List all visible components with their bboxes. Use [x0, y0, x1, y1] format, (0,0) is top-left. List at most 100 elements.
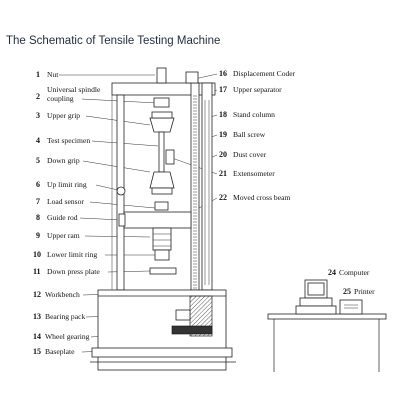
lower-limit-ring: [154, 249, 170, 261]
label-7-load-sensor: 7 Load sensor: [36, 197, 84, 206]
svg-text:19: 19: [219, 130, 227, 139]
baseplate: [91, 347, 233, 358]
label-9-upper-ram: 9 Upper ram: [36, 231, 80, 240]
svg-text:Computer: Computer: [339, 268, 370, 277]
label-11-down-press-plate: 11 Down press plate: [33, 267, 100, 276]
svg-text:24: 24: [328, 268, 336, 277]
down-press-plate: [149, 267, 177, 275]
label-8-guide-rod: 8 Guide rod: [36, 213, 78, 222]
test-specimen: [158, 131, 165, 173]
svg-text:Lower limit ring: Lower limit ring: [47, 250, 97, 259]
svg-text:Nut: Nut: [47, 70, 59, 79]
svg-text:11: 11: [33, 267, 41, 276]
label-25-printer: 25 Printer: [343, 287, 375, 296]
label-1-nut: 1 Nut: [36, 70, 59, 79]
diagram-title: The Schematic of Tensile Testing Machine: [6, 35, 221, 47]
computer-table: [267, 313, 387, 320]
label-4-test-specimen: 4 Test specimen: [36, 136, 90, 145]
upper-grip: [149, 117, 175, 133]
wheel-gearing: [171, 325, 213, 335]
machine-frame: [90, 67, 236, 371]
svg-text:Up limit ring: Up limit ring: [47, 180, 87, 189]
svg-text:6: 6: [36, 180, 40, 189]
moved-cross-beam: [123, 211, 192, 229]
universal-spindle-coupling: [153, 97, 170, 108]
svg-text:Stand column: Stand column: [233, 110, 275, 119]
label-10-lower-limit-ring: 10 Lower limit ring: [33, 250, 97, 259]
svg-text:14: 14: [33, 332, 41, 341]
svg-text:10: 10: [33, 250, 41, 259]
svg-text:Test specimen: Test specimen: [47, 136, 90, 145]
svg-text:Ball screw: Ball screw: [233, 130, 266, 139]
svg-text:8: 8: [36, 213, 40, 222]
label-3-upper-grip: 3 Upper grip: [36, 111, 80, 120]
label-15-baseplate: 15 Baseplate: [33, 347, 75, 356]
svg-text:18: 18: [219, 110, 227, 119]
svg-text:Down grip: Down grip: [47, 156, 80, 165]
svg-text:16: 16: [219, 69, 227, 78]
svg-text:Universal spindle: Universal spindle: [47, 85, 101, 94]
keyboard: [295, 305, 337, 315]
guide-rod: [118, 213, 126, 227]
svg-text:Bearing pack: Bearing pack: [45, 312, 85, 321]
extensometer: [165, 149, 175, 165]
right-labels: 16 Displacement Coder 17 Upper separator 1…: [219, 69, 296, 202]
svg-text:13: 13: [33, 312, 41, 321]
svg-text:22: 22: [219, 193, 227, 202]
svg-text:coupling: coupling: [47, 94, 74, 103]
svg-text:Load sensor: Load sensor: [47, 197, 84, 206]
svg-text:Wheel gearing: Wheel gearing: [45, 332, 90, 341]
upper-separator: [111, 82, 216, 96]
label-21-extensometer: 21 Extensometer: [219, 169, 275, 178]
label-16-displacement-coder: 16 Displacement Coder: [219, 69, 296, 78]
bearing-pack: [175, 309, 191, 321]
svg-text:15: 15: [33, 347, 41, 356]
svg-text:Upper ram: Upper ram: [47, 231, 80, 240]
up-limit-ring: [116, 186, 126, 196]
svg-text:Upper separator: Upper separator: [233, 85, 282, 94]
dust-cover: [201, 82, 213, 291]
svg-text:20: 20: [219, 150, 227, 159]
svg-text:7: 7: [36, 197, 40, 206]
svg-text:Upper grip: Upper grip: [47, 111, 80, 120]
svg-text:Moved cross beam: Moved cross beam: [233, 193, 290, 202]
displacement-coder: [185, 71, 199, 84]
down-grip: [149, 171, 175, 189]
svg-text:9: 9: [36, 231, 40, 240]
label-18-stand-column: 18 Stand column: [219, 110, 275, 119]
svg-text:21: 21: [219, 169, 227, 178]
svg-text:25: 25: [343, 287, 351, 296]
load-sensor: [154, 201, 169, 211]
svg-text:3: 3: [36, 111, 40, 120]
computer-case: [299, 297, 333, 307]
svg-text:Dust cover: Dust cover: [233, 150, 267, 159]
label-19-ball-screw: 19 Ball screw: [219, 130, 266, 139]
svg-text:Down press plate: Down press plate: [47, 267, 100, 276]
svg-text:Baseplate: Baseplate: [45, 347, 75, 356]
label-20-dust-cover: 20 Dust cover: [219, 150, 267, 159]
label-6-up-limit-ring: 6 Up limit ring: [36, 180, 87, 189]
stand-column-right: [190, 82, 200, 291]
label-13-bearing-pack: 13 Bearing pack: [33, 312, 85, 321]
label-5-down-grip: 5 Down grip: [36, 156, 80, 165]
svg-text:2: 2: [36, 92, 40, 101]
svg-text:Printer: Printer: [354, 287, 375, 296]
label-14-wheel-gearing: 14 Wheel gearing: [33, 332, 90, 341]
upper-ram: [152, 227, 172, 251]
svg-text:17: 17: [219, 85, 227, 94]
nut: [156, 67, 167, 84]
svg-text:Displacement Coder: Displacement Coder: [233, 69, 296, 78]
label-24-computer: 24 Computer: [328, 268, 370, 277]
svg-text:Extensometer: Extensometer: [233, 169, 275, 178]
svg-text:1: 1: [36, 70, 40, 79]
svg-text:Workbench: Workbench: [45, 290, 80, 299]
svg-text:Guide rod: Guide rod: [47, 213, 78, 222]
label-17-upper-separator: 17 Upper separator: [219, 85, 282, 94]
svg-text:4: 4: [36, 136, 40, 145]
svg-text:5: 5: [36, 156, 40, 165]
computer-station: 24 Computer 25 Printer: [267, 268, 387, 372]
